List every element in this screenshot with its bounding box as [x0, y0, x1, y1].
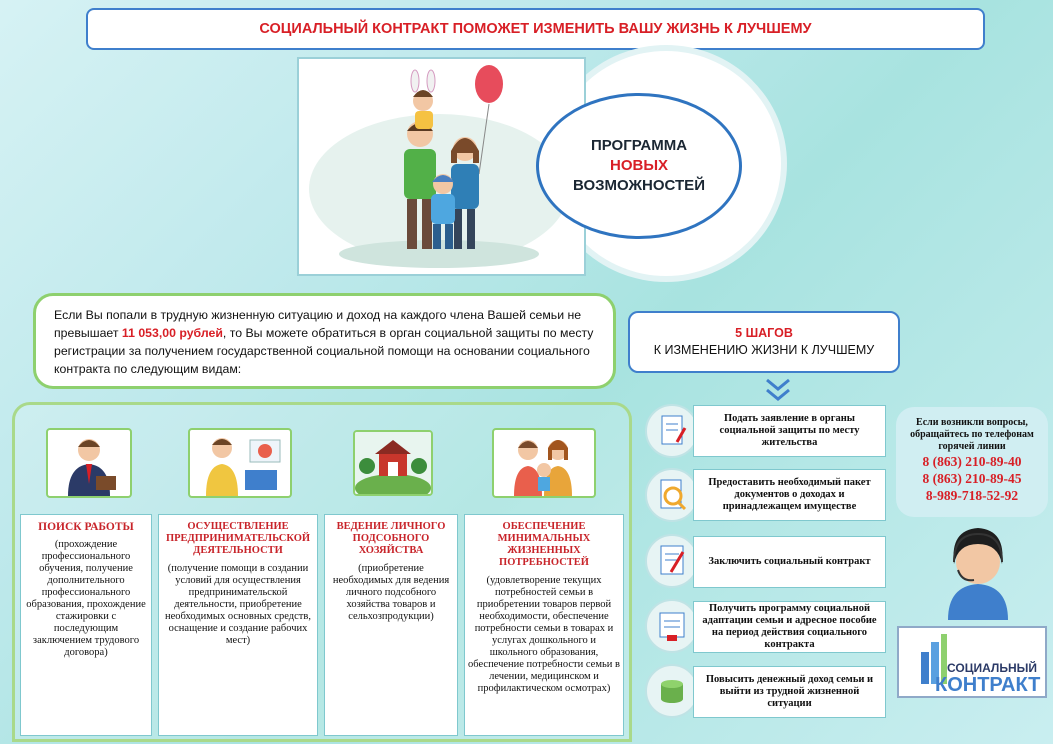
- page-title-banner: СОЦИАЛЬНЫЙ КОНТРАКТ ПОМОЖЕТ ИЗМЕНИТЬ ВАШ…: [86, 8, 985, 50]
- step-text: Предоставить необходимый пакет документо…: [708, 477, 871, 512]
- phone-1: 8 (863) 210-89-40: [922, 454, 1022, 469]
- step-text: Повысить денежный доход семьи и выйти из…: [705, 674, 874, 709]
- step-2: Предоставить необходимый пакет документо…: [693, 469, 886, 521]
- type-desc: (приобретение необходимых для ведения ли…: [332, 563, 450, 622]
- type-card-business: ОСУЩЕСТВЛЕНИЕ ПРЕДПРИНИМАТЕЛЬСКОЙ ДЕЯТЕЛ…: [158, 514, 318, 736]
- program-line-3: ВОЗМОЖНОСТЕЙ: [573, 177, 705, 194]
- type-title: ПОИСК РАБОТЫ: [38, 521, 134, 533]
- type-title: ОСУЩЕСТВЛЕНИЕ ПРЕДПРИНИМАТЕЛЬСКОЙ ДЕЯТЕЛ…: [165, 521, 311, 556]
- phone-3: 8-989-718-52-92: [925, 488, 1019, 503]
- job-search-icon: [46, 428, 132, 498]
- social-contract-logo: СОЦИАЛЬНЫЙ КОНТРАКТ: [897, 626, 1047, 698]
- operator-avatar: [928, 520, 1028, 625]
- type-card-needs: ОБЕСПЕЧЕНИЕ МИНИМАЛЬНЫХ ЖИЗНЕННЫХ ПОТРЕБ…: [464, 514, 624, 736]
- intro-box: Если Вы попали в трудную жизненную ситуа…: [33, 293, 616, 389]
- steps-header: 5 ШАГОВ К ИЗМЕНЕНИЮ ЖИЗНИ К ЛУЧШЕМУ: [628, 311, 900, 373]
- intro-text-part2: , то Вы можете обратиться в орган социал…: [54, 326, 594, 376]
- steps-header-text: К ИЗМЕНЕНИЮ ЖИЗНИ К ЛУЧШЕМУ: [653, 343, 875, 357]
- business-icon: [188, 428, 292, 498]
- program-icon: [645, 599, 699, 653]
- contract-icon: [645, 534, 699, 588]
- type-card-farm: ВЕДЕНИЕ ЛИЧНОГО ПОДСОБНОГО ХОЗЯЙСТВА (пр…: [324, 514, 458, 736]
- step-text: Подать заявление в органы социальной защ…: [719, 413, 860, 448]
- step-5: Повысить денежный доход семьи и выйти из…: [693, 666, 886, 718]
- type-card-job: ПОИСК РАБОТЫ (прохождение профессиональн…: [20, 514, 152, 736]
- type-title: ОБЕСПЕЧЕНИЕ МИНИМАЛЬНЫХ ЖИЗНЕННЫХ ПОТРЕБ…: [497, 521, 591, 568]
- application-icon: [645, 404, 699, 458]
- step-3: Заключить социальный контракт: [693, 536, 886, 588]
- type-desc: (получение помощи в создании условий для…: [165, 563, 311, 646]
- type-title: ВЕДЕНИЕ ЛИЧНОГО ПОДСОБНОГО ХОЗЯЙСТВА: [336, 521, 446, 556]
- phone-2: 8 (863) 210-89-45: [922, 471, 1022, 486]
- income-threshold: 11 053,00 рублей: [121, 326, 223, 340]
- hotline-bubble: Если возникли вопросы, обращайтесь по те…: [896, 407, 1048, 517]
- program-line-2: НОВЫХ: [609, 157, 669, 174]
- step-1: Подать заявление в органы социальной защ…: [693, 405, 886, 457]
- logo-line-1: СОЦИАЛЬНЫЙ: [947, 660, 1037, 675]
- type-desc: (прохождение профессионального обучения,…: [26, 539, 146, 658]
- chevron-down-icon: [765, 378, 791, 407]
- documents-icon: [645, 468, 699, 522]
- money-icon: [645, 664, 699, 718]
- logo-line-2: КОНТРАКТ: [935, 674, 1040, 696]
- steps-count: 5 ШАГОВ: [735, 326, 793, 340]
- page-title: СОЦИАЛЬНЫЙ КОНТРАКТ ПОМОЖЕТ ИЗМЕНИТЬ ВАШ…: [259, 21, 812, 37]
- intro-text-part1: Если Вы попали в трудную жизненную ситуа…: [54, 308, 582, 340]
- step-text: Получить программу социальной адаптации …: [702, 603, 877, 650]
- program-line-1: ПРОГРАММА: [590, 137, 688, 154]
- program-bubble: ПРОГРАММА НОВЫХ ВОЗМОЖНОСТЕЙ: [536, 93, 742, 239]
- step-text: Заключить социальный контракт: [708, 556, 871, 567]
- family-illustration: [297, 57, 586, 276]
- family-icon: [492, 428, 596, 498]
- step-4: Получить программу социальной адаптации …: [693, 601, 886, 653]
- hotline-question: Если возникли вопросы, обращайтесь по те…: [910, 417, 1034, 452]
- farm-icon: [353, 430, 433, 496]
- type-desc: (удовлетворение текущих потребностей сем…: [468, 575, 620, 694]
